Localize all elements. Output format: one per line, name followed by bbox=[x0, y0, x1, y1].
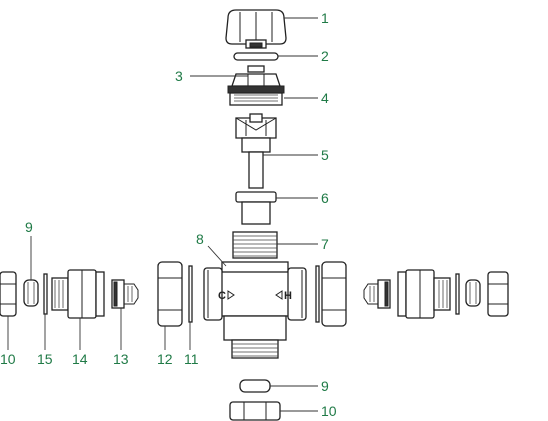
part-9-bottom-olive bbox=[239, 379, 271, 393]
callout-12: 12 bbox=[157, 351, 173, 367]
part-10-bottom-nut bbox=[229, 401, 281, 421]
callout-4: 4 bbox=[321, 90, 329, 106]
part-5-spindle bbox=[235, 113, 277, 189]
hot-side-mark: H bbox=[284, 290, 292, 302]
callout-9-left: 9 bbox=[25, 219, 33, 235]
part-6-thermostatic-element bbox=[235, 191, 277, 225]
part-9-left-olive bbox=[23, 279, 39, 307]
part-14-left-connector bbox=[51, 269, 105, 319]
callout-6: 6 bbox=[321, 190, 329, 206]
callout-10-bottom: 10 bbox=[321, 403, 337, 419]
part-14-right-connector bbox=[397, 269, 451, 319]
part-1-knob-cap bbox=[225, 9, 287, 49]
part-7-spring bbox=[232, 231, 278, 259]
part-12-left-nut bbox=[157, 261, 183, 327]
callout-15: 15 bbox=[37, 351, 53, 367]
callout-2: 2 bbox=[321, 48, 329, 64]
part-10-right-nut bbox=[487, 271, 509, 317]
part-13-left-check-valve bbox=[111, 279, 139, 309]
part-13-right-check-valve bbox=[363, 279, 391, 309]
part-11-right-washer bbox=[315, 265, 320, 323]
callout-13: 13 bbox=[113, 351, 129, 367]
callout-labels: 1 2 3 4 5 6 7 8 9 9 10 10 15 14 13 12 11 bbox=[0, 10, 337, 419]
callout-7: 7 bbox=[321, 236, 329, 252]
callout-9-bottom: 9 bbox=[321, 378, 329, 394]
callout-11: 11 bbox=[184, 351, 199, 367]
part-9-right-olive bbox=[465, 279, 481, 307]
part-15-right-washer bbox=[455, 273, 460, 315]
part-8-valve-body: C H bbox=[203, 261, 307, 359]
part-12-right-nut bbox=[321, 261, 347, 327]
cold-side-mark: C bbox=[218, 290, 226, 302]
callout-3: 3 bbox=[175, 68, 183, 84]
part-2-o-ring bbox=[233, 52, 279, 61]
callout-10-left: 10 bbox=[0, 351, 16, 367]
part-3-4-headwork bbox=[227, 65, 285, 106]
part-15-left-washer bbox=[43, 273, 48, 315]
callout-14: 14 bbox=[72, 351, 88, 367]
callout-8: 8 bbox=[196, 231, 204, 247]
callout-1: 1 bbox=[321, 10, 329, 26]
leader-lines bbox=[7, 17, 318, 412]
part-11-left-washer bbox=[188, 265, 193, 323]
part-10-left-nut bbox=[0, 271, 17, 317]
callout-5: 5 bbox=[321, 147, 329, 163]
